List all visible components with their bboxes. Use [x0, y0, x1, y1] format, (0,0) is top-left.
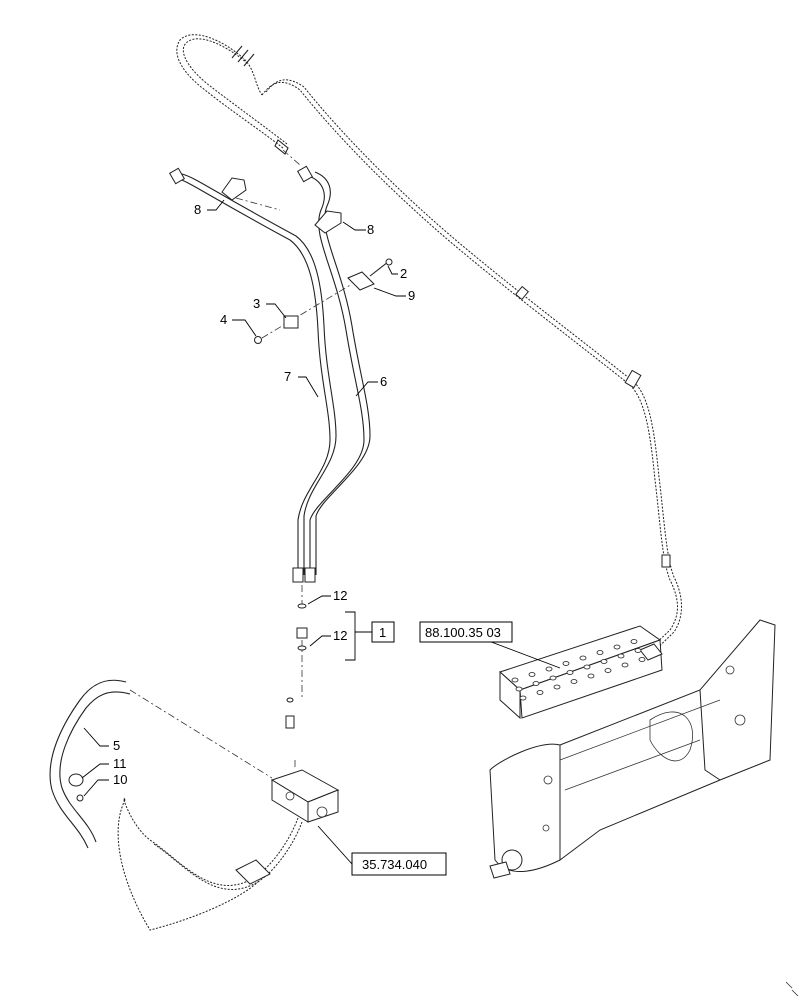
plate-hole: [545, 666, 553, 672]
bolt-2: [369, 261, 389, 277]
valve-hose-1: [123, 797, 299, 886]
plate-hole: [621, 662, 629, 668]
plate-hole: [549, 675, 557, 681]
callout-12-lower: 12: [333, 628, 347, 643]
callout-8-left: 8: [194, 202, 201, 217]
clip-line-left: [235, 197, 281, 211]
screw-10: [76, 794, 84, 802]
leader-lines: [81, 199, 561, 865]
valve-fitting: [235, 859, 271, 885]
plate-hole: [638, 657, 646, 662]
plate-hole: [570, 679, 578, 684]
plate-hole: [519, 695, 527, 701]
valve-hose-2: [153, 821, 303, 890]
clamp-11: [68, 773, 84, 787]
plate-hole: [604, 668, 612, 673]
plate-holes: [511, 639, 646, 701]
plate-hole: [596, 650, 604, 655]
callout-9: 9: [408, 288, 415, 303]
callout-2: 2: [400, 266, 407, 281]
lower-adapter: [285, 715, 295, 729]
corner-mark: [785, 981, 799, 997]
oring-12-upper: [297, 603, 307, 609]
plate-hole: [511, 677, 519, 683]
plate-hole: [532, 681, 540, 686]
nut-4: [254, 336, 262, 344]
reference-top-label: 88.100.35 03: [425, 625, 501, 640]
oring-small: [286, 697, 294, 703]
tube-pair: [168, 165, 371, 583]
callout-8-right: 8: [367, 222, 374, 237]
hose-fitting: [274, 139, 289, 155]
callout-3: 3: [253, 296, 260, 311]
plate-hole: [613, 644, 621, 650]
plate-hole: [515, 686, 523, 692]
valve-block: [270, 769, 340, 823]
hose-5: [49, 679, 127, 849]
long-hose-assembly: [176, 34, 682, 659]
plate-hole: [634, 648, 642, 653]
callout-7: 7: [284, 369, 291, 384]
callout-5: 5: [113, 738, 120, 753]
hose-5-line: [129, 689, 273, 779]
clip-8-right: [314, 210, 342, 234]
oring-12-lower: [297, 645, 307, 651]
plate-hole: [583, 664, 591, 670]
plate-hole: [528, 672, 536, 677]
bolt-2-head: [385, 258, 393, 266]
clamp-3: [283, 315, 299, 329]
clamp-9: [347, 271, 375, 291]
callout-6: 6: [380, 374, 387, 389]
adapter-fitting: [296, 627, 308, 639]
plate-hole: [562, 661, 570, 666]
plate-hole: [579, 655, 587, 661]
vertical-connection-line: [294, 585, 303, 770]
callout-1-box: [371, 621, 395, 643]
plate-hole: [566, 670, 574, 675]
plate-hole: [536, 690, 544, 695]
callout-1: 1: [379, 625, 386, 640]
reference-bottom-label: 35.734.040: [362, 857, 427, 872]
plate-hole: [587, 673, 595, 679]
callout-4: 4: [220, 312, 227, 327]
plate-hole: [553, 684, 561, 690]
plate-hole: [600, 659, 608, 664]
reference-box-top: [419, 621, 513, 643]
callout-11: 11: [113, 756, 127, 771]
hose-5-inner: [59, 691, 131, 843]
plate-hole: [617, 653, 625, 659]
plate-hole: [630, 639, 638, 644]
loader-plate-assembly: [489, 619, 776, 879]
clip-8-left: [221, 177, 247, 201]
valve-hose-3: [117, 799, 261, 931]
callout-12-upper: 12: [333, 588, 347, 603]
clamp-line: [261, 283, 353, 339]
callout-10: 10: [113, 772, 127, 787]
reference-box-bottom: [351, 852, 447, 876]
